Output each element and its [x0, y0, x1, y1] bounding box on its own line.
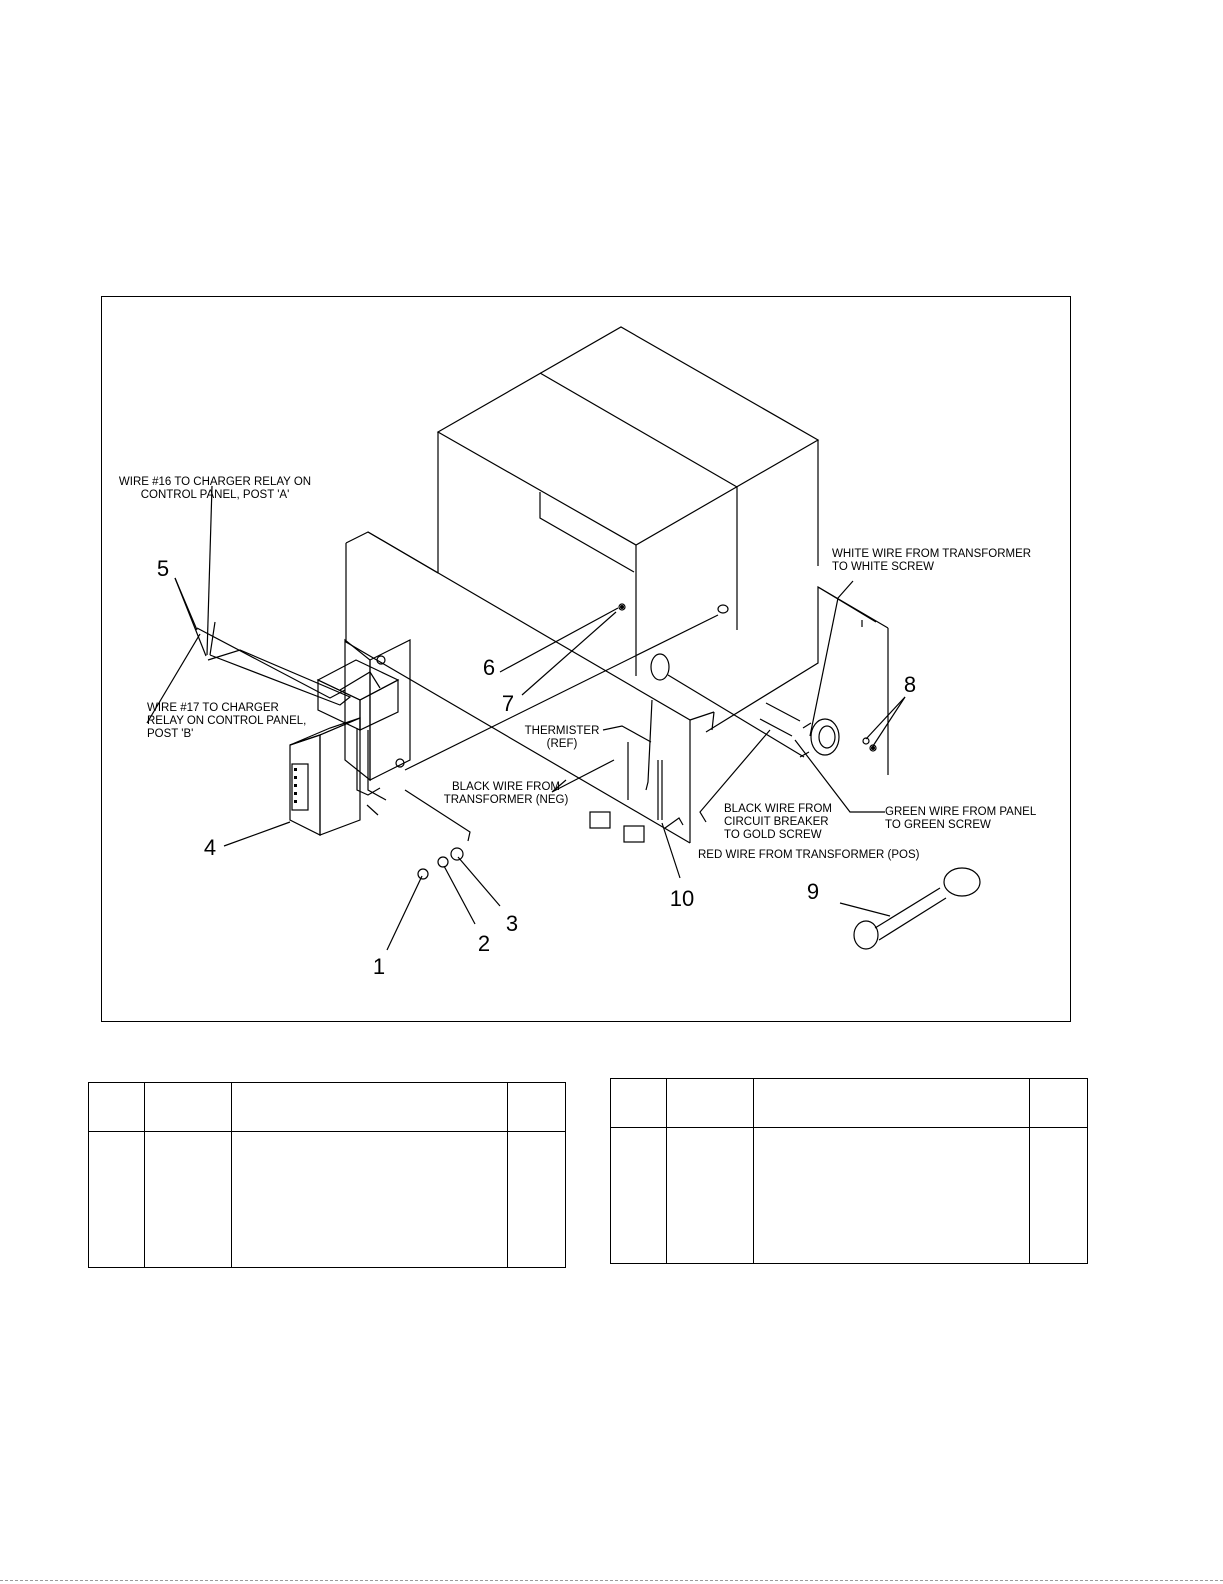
table-header-row — [87, 1082, 567, 1132]
callout-wire16: WIRE #16 TO CHARGER RELAY ON CONTROL PAN… — [119, 476, 311, 501]
transformer-bracket — [316, 638, 411, 782]
callout-wire17: WIRE #17 TO CHARGER RELAY ON CONTROL PAN… — [147, 702, 306, 740]
fasteners-1-2-3 — [417, 847, 464, 880]
table-row — [609, 1127, 1089, 1264]
callout-black-wire-neg-line2: TRANSFORMER (NEG) — [444, 794, 569, 806]
parts-table-left — [87, 1082, 567, 1268]
table-cell — [666, 1078, 754, 1128]
item-number-2: 2 — [478, 931, 490, 956]
screw-6 — [618, 603, 626, 611]
callout-thermister: THERMISTER (REF) — [525, 725, 600, 750]
callout-thermister-line2: (REF) — [547, 738, 578, 750]
item-number-7: 7 — [502, 691, 514, 716]
callout-green-wire: GREEN WIRE FROM PANEL TO GREEN SCREW — [885, 806, 1037, 831]
callout-wire16-line2: CONTROL PANEL, POST 'A' — [141, 489, 290, 501]
table-cell — [87, 1131, 146, 1268]
figure-frame — [101, 296, 1071, 1022]
table-cell — [144, 1082, 232, 1132]
cabinet-upper-box — [436, 326, 820, 676]
power-cord — [853, 867, 981, 950]
table-cell — [230, 1131, 508, 1268]
callout-black-wire-cb-line2: CIRCUIT BREAKER — [724, 816, 829, 828]
grommet — [650, 653, 670, 681]
callout-wire17-line2: RELAY ON CONTROL PANEL, — [147, 715, 306, 727]
callout-wire17-line1: WIRE #17 TO CHARGER — [147, 702, 279, 714]
relay-wires — [146, 485, 471, 842]
table-cell — [1028, 1127, 1089, 1264]
callout-black-wire-neg-line1: BLACK WIRE FROM — [452, 781, 560, 793]
cabinet-lower-tray — [345, 531, 889, 844]
callout-red-wire: RED WIRE FROM TRANSFORMER (POS) — [698, 849, 920, 861]
parts-table-right — [609, 1078, 1089, 1264]
callout-wire16-line1: WIRE #16 TO CHARGER RELAY ON — [119, 476, 311, 488]
callout-thermister-line1: THERMISTER — [525, 725, 600, 737]
callout-white-wire-line1: WHITE WIRE FROM TRANSFORMER — [832, 548, 1031, 560]
item-number-5: 5 — [157, 556, 169, 581]
table-cell — [144, 1131, 232, 1268]
callout-black-wire-cb: BLACK WIRE FROM CIRCUIT BREAKER TO GOLD … — [724, 803, 832, 841]
table-cell — [1028, 1078, 1089, 1128]
item-number-3: 3 — [506, 911, 518, 936]
callout-black-wire-cb-line3: TO GOLD SCREW — [724, 829, 822, 841]
ground-wire — [404, 614, 719, 771]
table-cell — [752, 1127, 1030, 1264]
table-row — [87, 1131, 567, 1268]
page-bottom-rule — [0, 1580, 1223, 1584]
thermister-assembly — [589, 699, 663, 843]
callout-white-wire-line2: TO WHITE SCREW — [832, 561, 934, 573]
table-header-row — [609, 1078, 1089, 1128]
screw-7 — [717, 604, 729, 614]
item-number-10: 10 — [670, 886, 694, 911]
table-cell — [506, 1082, 567, 1132]
callout-green-wire-line1: GREEN WIRE FROM PANEL — [885, 806, 1037, 818]
leader-lines — [174, 577, 906, 951]
item-number-1: 1 — [373, 954, 385, 979]
table-cell — [506, 1131, 567, 1268]
callout-black-wire-neg: BLACK WIRE FROM TRANSFORMER (NEG) — [444, 781, 569, 806]
table-cell — [752, 1078, 1030, 1128]
callout-green-wire-line2: TO GREEN SCREW — [885, 819, 991, 831]
item-number-9: 9 — [807, 879, 819, 904]
charger-panel — [289, 717, 361, 836]
callout-wire17-line3: POST 'B' — [147, 728, 193, 740]
item-number-8: 8 — [904, 672, 916, 697]
table-cell — [87, 1082, 146, 1132]
item-number-4: 4 — [204, 835, 216, 860]
item-number-6: 6 — [483, 655, 495, 680]
table-cell — [609, 1078, 668, 1128]
callout-black-wire-cb-line1: BLACK WIRE FROM — [724, 803, 832, 815]
receptacle — [759, 702, 877, 758]
table-cell — [666, 1127, 754, 1264]
table-cell — [230, 1082, 508, 1132]
table-cell — [609, 1127, 668, 1264]
callout-white-wire: WHITE WIRE FROM TRANSFORMER TO WHITE SCR… — [832, 548, 1031, 573]
